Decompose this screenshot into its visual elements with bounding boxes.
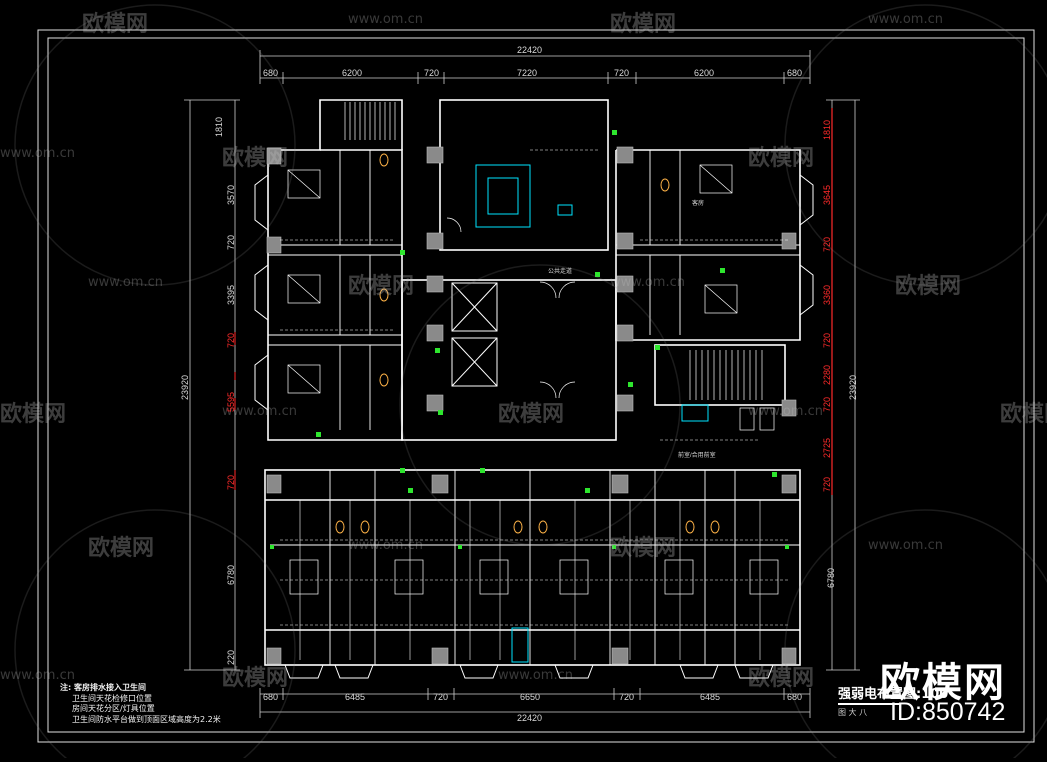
cyan-fixtures [475,164,709,663]
dim-left-2: 3570 [226,184,236,205]
title-underline [838,703,900,705]
dim-right-3: 720 [822,236,832,252]
green-equipment-markers [270,130,789,549]
drawing-scale: 图 大 八 [838,708,868,717]
door-swings [446,217,576,399]
partitions-north-right [616,150,800,335]
dim-bottom-1: 680 [263,692,279,702]
watermark-url: www.om.cn [868,538,943,553]
dim-left-9: 220 [226,649,236,665]
dim-right-6: 2280 [822,364,832,385]
partitions-south [270,470,800,665]
dim-top-7: 680 [787,68,803,78]
dim-bottom-3: 720 [433,692,449,702]
watermark-logo: 欧模网 [222,146,289,171]
label-corridor: 公共走道 [548,269,573,275]
dim-right-7: 720 [822,396,832,412]
dim-top-2: 6200 [342,68,363,78]
watermark-logo: 欧模网 [222,666,289,691]
furniture [287,164,779,595]
watermark-url: www.om.cn [868,12,943,27]
stair-east [689,350,763,400]
dim-bottom-6: 6485 [700,692,721,702]
title-block: 强弱电布置图:100 图 大 八 [838,683,948,718]
drawing-title: 强弱电布置图:100 [838,687,949,702]
watermark-logo: 欧模网 [498,402,565,427]
notes-heading: 注: 客房排水接入卫生间 [60,683,146,692]
dim-overall-top: 22420 [517,45,543,55]
watermark-logo: 欧模网 [82,12,149,37]
dim-right-2: 3645 [822,184,832,205]
dim-right-5: 720 [822,332,832,348]
dim-left-7: 720 [226,474,236,490]
watermark-logo: 欧模网 [0,402,67,427]
brand-logo: 欧模网 [880,660,1006,706]
bay-windows [254,174,814,679]
bottom-dimension-lines [259,688,811,718]
left-dimension-lines [184,99,240,671]
label-room: 客房 [692,201,705,207]
dim-left-6: 5595 [226,391,236,412]
notes-line: 房间天花分区/灯具位置 [72,704,155,713]
watermark-logo: 欧模网 [748,666,815,691]
label-lobby: 前室/合用前室 [678,453,716,459]
notes-line: 卫生间天花检修口位置 [72,693,152,703]
watermark-logo: 欧模网 [1000,402,1047,427]
dim-left-5: 720 [226,332,236,348]
watermark-url: www.om.cn [0,668,75,683]
dim-left-1: 1810 [214,116,224,137]
watermark-url: www.om.cn [498,668,573,683]
dim-top-6: 6200 [694,68,715,78]
dim-top-1: 680 [263,68,279,78]
dim-left-8: 6780 [226,564,236,585]
watermark-url: www.om.cn [88,275,163,290]
watermark-logo: 欧模网 [895,274,962,299]
watermark-url: www.om.cn [748,404,823,419]
dim-right-9: 720 [822,476,832,492]
watermark-url: www.om.cn [610,275,685,290]
elevator-shafts [451,282,498,387]
dim-right-1: 1810 [822,119,832,140]
dim-right-4: 3360 [822,284,832,305]
dim-right-8: 2725 [822,437,832,458]
watermark-url: www.om.cn [222,404,297,419]
dim-bottom-4: 6650 [520,692,541,702]
dim-bottom-7: 680 [787,692,803,702]
dim-overall-right: 23920 [848,374,858,400]
watermark-arcs [14,4,1047,762]
building-walls [264,99,801,666]
toilet-fixtures [335,153,720,534]
watermark-logo: 欧模网 [610,536,677,561]
notes-line: 卫生间防水平台做到顶面区域高度为2.2米 [72,714,221,724]
dim-left-3: 720 [226,234,236,250]
wiring-lines [280,149,790,626]
top-dimension-lines [259,50,811,84]
structural-columns [266,146,797,665]
dim-top-5: 720 [614,68,630,78]
dim-top-4: 7220 [517,68,538,78]
watermark-url: www.om.cn [348,12,423,27]
design-notes: 注: 客房排水接入卫生间 卫生间天花检修口位置 房间天花分区/灯具位置 卫生间防… [60,683,221,725]
watermark-logo: 欧模网 [88,536,155,561]
brand-id: ID:850742 [890,698,1006,726]
inner-frame [47,37,1025,733]
dim-overall-left: 23920 [180,374,190,400]
watermark-logo: 欧模网 [610,12,677,37]
stair-north [344,102,396,140]
watermark-logo: 欧模网 [748,146,815,171]
watermark-url: www.om.cn [348,538,423,553]
dim-left-4: 3395 [226,284,236,305]
watermark-logo: 欧模网 [348,274,415,299]
vertical-risers [299,500,761,660]
dim-top-3: 720 [424,68,440,78]
dim-bottom-2: 6485 [345,692,366,702]
dim-bottom-5: 720 [619,692,635,702]
watermark-url: www.om.cn [0,146,75,161]
partitions-north-left [268,150,402,430]
dim-right-10: 6780 [826,567,836,588]
outer-frame [37,29,1035,743]
dim-overall-bottom: 22420 [517,713,543,723]
